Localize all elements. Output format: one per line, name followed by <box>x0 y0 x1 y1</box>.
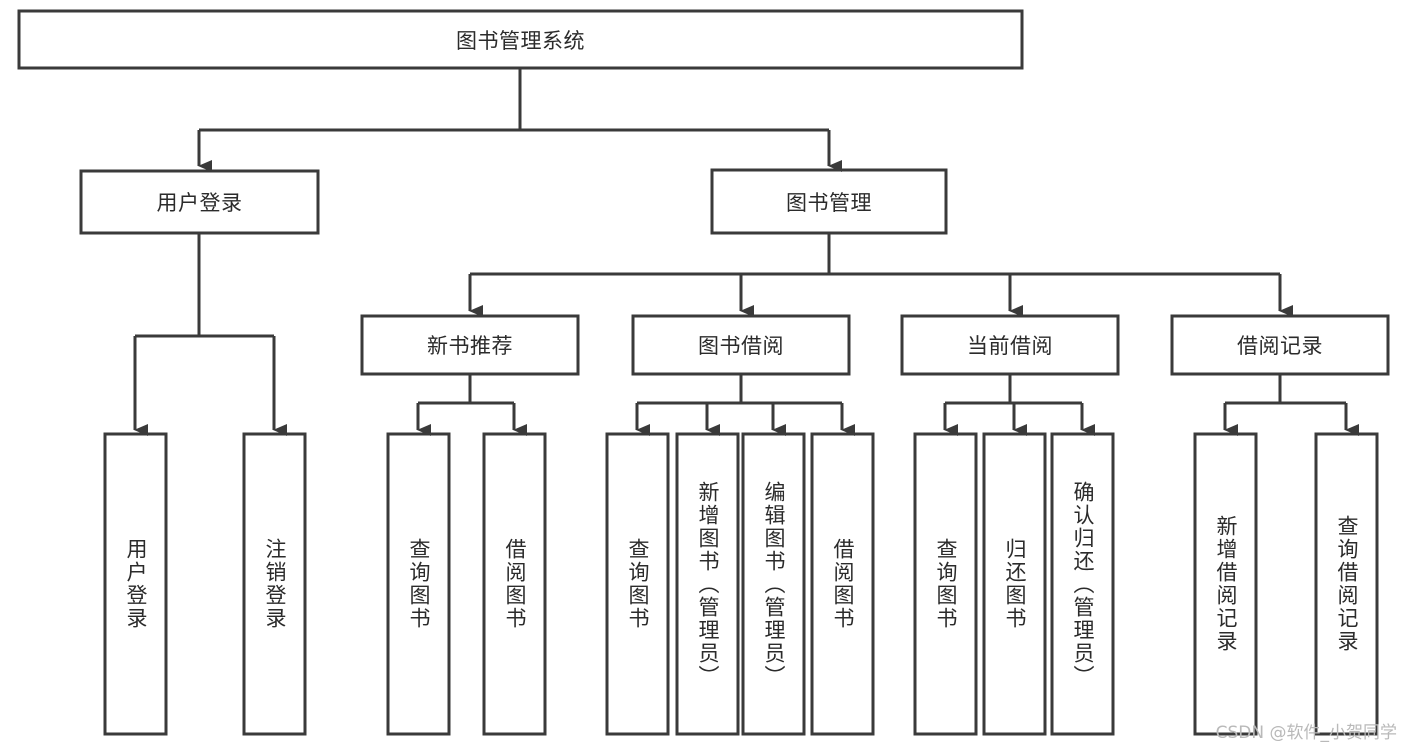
box-user-login[interactable] <box>79 169 320 235</box>
box-leaf-query-book-brw[interactable] <box>605 432 670 736</box>
box-leaf-borrow-book-rec[interactable] <box>482 432 547 736</box>
box-leaf-add-book[interactable] <box>675 432 740 736</box>
box-new-book-recommend[interactable] <box>360 314 580 376</box>
box-book-manage[interactable] <box>710 168 948 235</box>
box-book-borrow[interactable] <box>631 314 851 376</box>
box-leaf-query-book-rec[interactable] <box>386 432 451 736</box>
box-leaf-borrow-book-brw[interactable] <box>810 432 875 736</box>
box-leaf-add-record[interactable] <box>1193 432 1258 736</box>
box-leaf-confirm-return[interactable] <box>1050 432 1115 736</box>
box-leaf-user-logout[interactable] <box>242 432 307 736</box>
box-current-borrow[interactable] <box>900 314 1120 376</box>
box-borrow-record[interactable] <box>1170 314 1390 376</box>
box-leaf-user-login[interactable] <box>103 432 168 736</box>
box-leaf-edit-book[interactable] <box>741 432 806 736</box>
connectors <box>133 68 1359 436</box>
box-leaf-query-book-cur[interactable] <box>913 432 978 736</box>
box-leaf-query-record[interactable] <box>1314 432 1379 736</box>
box-root[interactable] <box>17 9 1024 70</box>
node-boxes <box>17 9 1390 736</box>
box-leaf-return-book[interactable] <box>982 432 1047 736</box>
